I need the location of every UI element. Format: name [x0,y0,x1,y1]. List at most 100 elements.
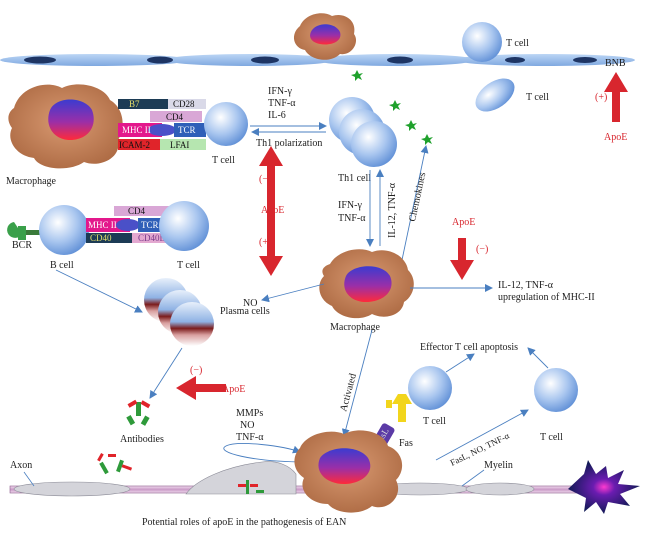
cytokine1-ifn: IFN-γ [268,86,292,97]
apoe-mid-up-arrow [259,146,283,240]
blood-nerve-barrier [0,54,635,66]
apoe-top-arrow [604,72,628,122]
no-left-label: NO [243,298,257,309]
antigen-1 [148,124,176,136]
apoe-top-label: ApoE [604,132,627,143]
antigen-2 [116,219,140,231]
tcr-label-1: TCR [178,125,196,135]
cd4-molecule-2 [114,206,170,216]
chemokines-label: Chemokines [407,171,428,222]
th1-cell-cluster [329,97,397,167]
apoe-right-label: ApoE [452,217,475,228]
axon-label: Axon [10,460,32,471]
macrophage-top [293,13,357,60]
arrow-fas-to-apoptosis [445,353,475,373]
lfa-molecule [160,139,206,150]
il12-tnf-vertical: IL-12, TNF-α [387,182,398,238]
apoe-mid-plus: (+) [259,237,271,248]
arrow-macrophage-to-no [261,283,325,303]
right-output-1: IL-12, TNF-α [498,280,554,291]
t-cell-right-label: T cell [540,432,563,443]
tcr-molecule-1 [174,123,206,137]
cytokine2-tnf: TNF-α [338,213,366,224]
antibody-icon [126,399,151,426]
t-cell-right [534,368,578,412]
icam-label: ICAM-2 [119,140,150,150]
right-output-2: upregulation of MHC-II [498,292,595,303]
apoe-low-arrow [176,376,226,400]
figure-caption: Potential roles of apoE in the pathogene… [142,517,346,528]
b7-molecule [118,99,170,109]
t-cell-migrating-label: T cell [526,92,549,103]
neuron-body [568,460,640,514]
apoe-low-label: ApoE [222,384,245,395]
b-cell-label: B cell [50,260,74,271]
bcr-label: BCR [12,240,32,251]
apoe-low-minus: (−) [190,365,202,376]
th1-cell-label: Th1 cell [338,173,371,184]
t-cell-fas [408,366,452,410]
myelin-label: Myelin [484,460,513,471]
b7-label: B7 [129,99,140,109]
macrophage-center [319,249,414,319]
cytokine2-ifn: IFN-γ [338,200,362,211]
t-cell-b-label: T cell [177,260,200,271]
antibody-myelin [238,480,264,494]
apoe-right-arrow [450,238,474,280]
plasma-cells-label: Plasma cells [220,306,270,317]
tcr-label-2: TCR [141,220,159,230]
t-cell-b [159,201,209,251]
cd40l-molecule [132,233,172,243]
myelin-pointer [461,469,485,487]
cytokine1-il6: IL-6 [268,110,286,121]
arrow-macrophage-to-right-tcell [435,409,529,461]
cytokine-stars [351,70,433,145]
icam-molecule [118,139,160,150]
plasma-cell-stack [144,278,214,346]
myelin-sheath [13,461,535,497]
cd4-label-1: CD4 [166,112,184,122]
t-cell-top-label: T cell [506,38,529,49]
cd4-label-2: CD4 [128,206,146,216]
mhc2-label-2: MHC II [88,220,117,230]
arrow-bcell-to-plasma [55,269,143,313]
mhc2-label-1: MHC II [122,125,151,135]
b-cell [39,205,89,255]
apoe-mid-down-arrow [259,220,283,276]
arrow-mmps-loop [223,443,307,463]
cd28-label: CD28 [173,99,195,109]
apoe-mid-minus: (−) [259,174,271,185]
arrow-chemokines [401,145,429,261]
arrow-plasma-to-antibodies [149,347,183,399]
bnb-label: BNB [605,58,626,69]
mmps-label: MMPs [236,408,263,419]
cd40-label: CD40 [90,233,112,243]
antibodies-label: Antibodies [120,434,164,445]
bcr-receptor [7,222,44,240]
t-cell-left-label: T cell [212,155,235,166]
th1-polarization-label: Th1 polarization [256,138,322,149]
cd40-molecule [86,233,132,243]
fas-receptor [386,394,412,422]
apoe-mid-label: ApoE [261,205,284,216]
cd28-molecule [168,99,206,109]
tnf-low-label: TNF-α [236,432,264,443]
fas-label: Fas [399,438,413,449]
cd40l-label: CD40L [138,233,165,243]
antibody-floating [97,453,133,475]
cytokine1-tnf: TNF-α [268,98,296,109]
axon-pointer [23,471,35,487]
macrophage-myelin [294,430,403,513]
apoe-right-minus: (−) [476,244,488,255]
t-cell-left [204,102,248,146]
apoe-top-sign: (+) [595,92,607,103]
arrow-activated [341,329,373,437]
macrophage-center-label: Macrophage [330,322,381,333]
t-cell-fas-label: T cell [423,416,446,427]
arrow-right-to-apoptosis [527,347,549,369]
macrophage-left-label: Macrophage [6,176,57,187]
macrophage-left [8,84,123,169]
t-cell-top [462,22,502,62]
lfa-label: LFAI [170,140,189,150]
